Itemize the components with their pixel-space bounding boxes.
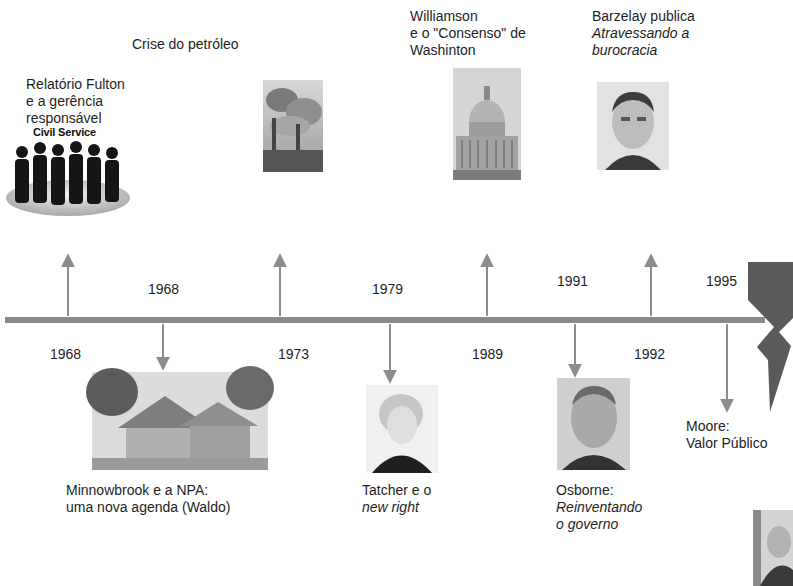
drum <box>469 122 505 136</box>
year-label: 1992 <box>634 346 665 363</box>
barzelay-photo <box>597 82 669 170</box>
bookshelf <box>753 510 761 586</box>
figure-body <box>87 157 101 204</box>
figure-body <box>15 159 29 203</box>
event-title: Atravessando a burocracia <box>592 25 689 59</box>
tatcher-photo <box>366 385 438 473</box>
figure-head <box>70 141 82 153</box>
factory <box>263 150 323 172</box>
steps <box>453 170 521 180</box>
civil-service-icon <box>6 141 130 216</box>
figure-head <box>34 142 46 154</box>
capitol-photo <box>453 68 521 180</box>
minnowbrook-photo <box>86 366 274 470</box>
event-title: Reinventando o governo <box>556 499 642 533</box>
face <box>387 406 417 444</box>
people-figures <box>15 141 119 205</box>
photo-ground <box>453 68 521 180</box>
jacket <box>760 566 793 586</box>
timeline-bar <box>5 317 765 323</box>
face <box>767 526 791 558</box>
lightning-bolt <box>748 262 793 412</box>
ground <box>92 458 268 470</box>
photo-ground <box>597 82 669 170</box>
moore-photo <box>753 510 793 586</box>
figure-head <box>52 144 64 156</box>
jacket <box>562 455 626 470</box>
eye <box>637 117 646 121</box>
photo-ground <box>557 378 630 470</box>
figure-body <box>69 154 83 204</box>
photo-ground <box>753 510 793 586</box>
year-label: 1968 <box>50 346 81 363</box>
event-label: Crise do petróleo <box>132 36 239 53</box>
roof <box>180 402 258 426</box>
hair <box>612 92 654 112</box>
event-label: Moore: Valor Público <box>686 418 767 452</box>
year-label: 1989 <box>472 346 503 363</box>
tree <box>226 366 274 410</box>
event-arrow <box>279 256 281 316</box>
figure-head <box>16 146 28 158</box>
event-title: new right <box>362 499 419 516</box>
event-arrow <box>726 324 728 410</box>
tree <box>86 368 138 416</box>
photo-ground <box>263 80 323 172</box>
event-label: Relatório Fulton e a gerência responsáve… <box>26 76 125 127</box>
hair <box>572 386 616 405</box>
event-label: Barzelay publica <box>592 8 695 25</box>
figure-head <box>88 144 100 156</box>
event-label: Osborne: <box>556 482 614 499</box>
down-arrows <box>163 324 727 410</box>
icon-label: Civil Service <box>33 126 96 139</box>
shoulders <box>605 155 661 170</box>
event-arrow <box>650 256 652 316</box>
osborne-photo <box>557 378 630 470</box>
year-label: 1995 <box>706 273 737 290</box>
event-arrow <box>486 256 488 316</box>
photo-ground <box>366 385 438 473</box>
event-label: Minnowbrook e a NPA: uma nova agenda (Wa… <box>66 482 230 516</box>
year-label: 1973 <box>278 346 309 363</box>
event-arrow <box>67 256 69 316</box>
columns <box>462 140 512 168</box>
event-arrow <box>389 324 391 381</box>
dress <box>372 456 432 474</box>
year-label: 1968 <box>148 281 179 298</box>
event-arrow <box>574 324 576 375</box>
figure-body <box>105 160 119 202</box>
dome-top <box>484 86 490 100</box>
event-arrow <box>162 324 164 368</box>
figure-body <box>33 155 47 203</box>
event-label: Williamson e o "Consenso" de Washinton <box>410 8 526 59</box>
year-label: 1979 <box>372 281 403 298</box>
oil-crisis-photo <box>263 80 323 172</box>
up-arrows <box>68 256 651 316</box>
event-label: Tatcher e o <box>362 482 431 499</box>
eye <box>621 117 630 121</box>
year-label: 1991 <box>557 273 588 290</box>
building <box>456 136 518 170</box>
figure-body <box>51 157 65 205</box>
figure-head <box>106 147 118 159</box>
house <box>190 426 250 462</box>
